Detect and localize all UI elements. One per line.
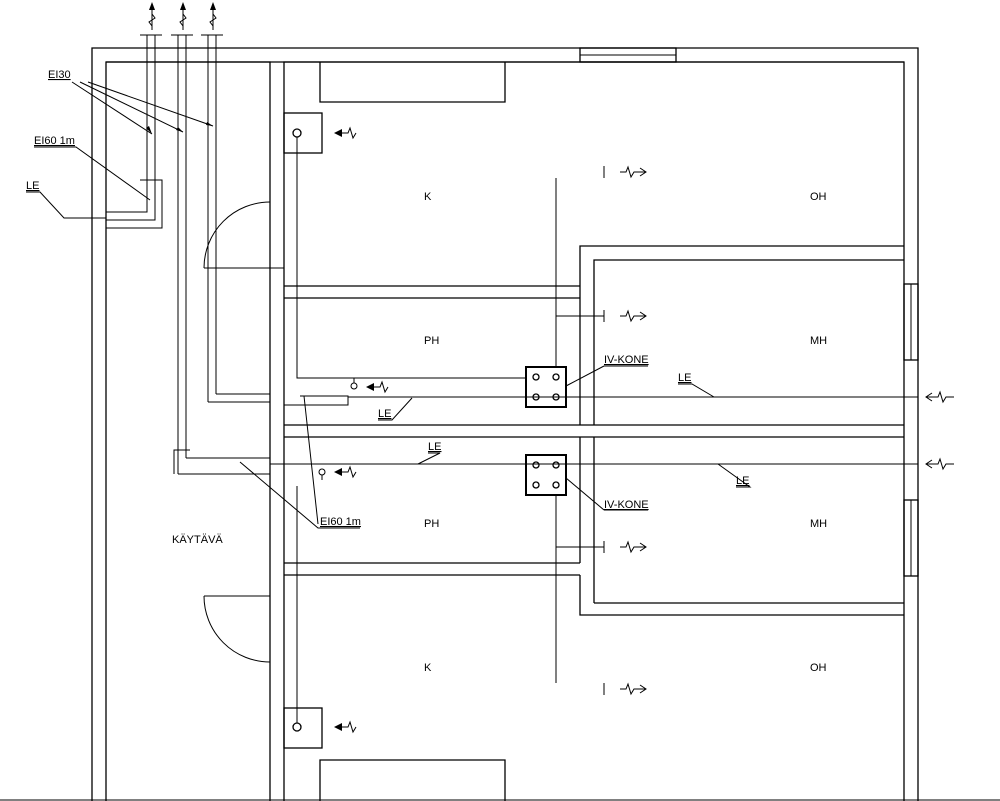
middle-wall xyxy=(284,424,904,438)
outdoor-duct-lower xyxy=(270,457,954,471)
room-label-corridor: KÄYTÄVÄ xyxy=(172,534,223,546)
outdoor-duct-upper xyxy=(284,390,954,406)
tag-le-right-upper: LE xyxy=(678,372,691,384)
extract-duct-upper xyxy=(296,137,526,394)
kitchen-niche-upper xyxy=(319,62,506,103)
room-label-mh-lower: MH xyxy=(810,518,827,530)
annotation-tags: EI30 EI60 1m LE EI60 1m LE LE LE LE IV-K… xyxy=(26,69,749,528)
tag-ei60-mid: EI60 1m xyxy=(320,516,361,528)
kitchen-hood-upper xyxy=(283,112,357,154)
iv-kone-upper xyxy=(525,366,567,408)
leader-lines xyxy=(26,81,752,529)
room-label-oh-upper: OH xyxy=(810,191,827,203)
corridor-walls xyxy=(106,61,904,801)
supply-duct-lower-mh xyxy=(556,540,647,554)
room-label-oh-lower: OH xyxy=(810,662,827,674)
roof-exhaust-arrows xyxy=(148,2,217,30)
tag-le-mid-upper: LE xyxy=(378,408,391,420)
door-upper xyxy=(203,201,284,269)
iv-kone-lower xyxy=(525,454,567,496)
kitchen-niche-lower xyxy=(319,759,506,801)
tag-iv-kone-upper: IV-KONE xyxy=(604,354,649,366)
room-label-ph-upper: PH xyxy=(424,335,439,347)
tag-ei30: EI30 xyxy=(48,69,71,81)
room-labels: K OH PH MH PH MH K OH KÄYTÄVÄ xyxy=(172,191,827,674)
room-label-k-lower: K xyxy=(424,662,432,674)
tag-le-mid-lower: LE xyxy=(428,441,441,453)
top-window xyxy=(579,47,677,63)
extract-duct-lower xyxy=(296,465,357,723)
riser-ducts xyxy=(106,34,270,475)
supply-duct-upper-mh xyxy=(556,309,647,323)
room-label-k-upper: K xyxy=(424,191,432,203)
bathroom-walls-upper xyxy=(284,245,904,425)
tag-ei60-top: EI60 1m xyxy=(34,135,75,147)
right-window-lower xyxy=(903,499,919,577)
room-label-mh-upper: MH xyxy=(810,335,827,347)
tag-le-left: LE xyxy=(26,180,39,192)
supply-duct-upper-k xyxy=(555,165,647,367)
room-label-ph-lower: PH xyxy=(424,518,439,530)
tag-le-right-lower: LE xyxy=(736,475,749,487)
bathroom-walls-lower xyxy=(284,437,904,616)
tag-iv-kone-lower: IV-KONE xyxy=(604,499,649,511)
right-window-upper xyxy=(903,283,919,361)
supply-duct-lower-k xyxy=(555,495,647,696)
door-lower xyxy=(203,595,271,663)
kitchen-hood-lower xyxy=(283,707,357,749)
